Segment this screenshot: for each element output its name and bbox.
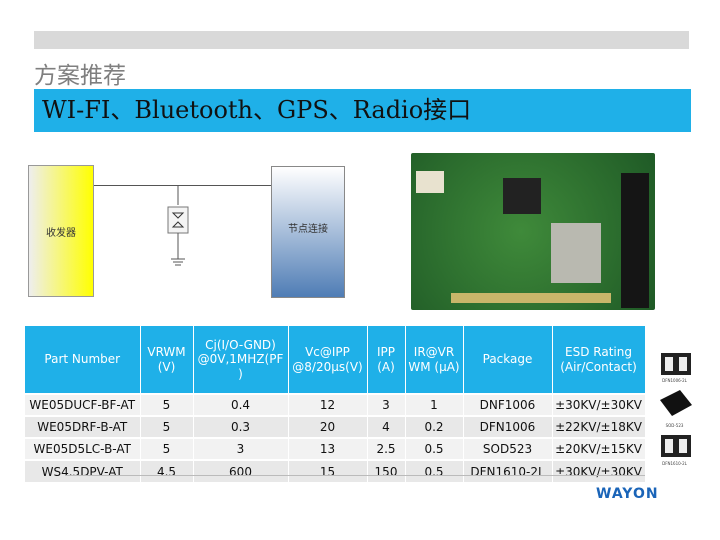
cell: ±30KV/±30KV <box>552 459 646 482</box>
cell: 600 <box>193 459 289 482</box>
cell: WE05DUCF-BF-AT <box>25 393 141 416</box>
package-label: SOD-523 <box>665 423 684 428</box>
cell: 0.4 <box>193 393 289 416</box>
cell: 4 <box>367 415 406 438</box>
cell: 20 <box>288 415 368 438</box>
cell: ±20KV/±15KV <box>552 437 646 460</box>
package-label: DFN1006-2L <box>662 378 687 383</box>
header-cj: Cj(I/O-GND) @0V,1MHZ(PF ) <box>193 326 289 394</box>
package-label: DFN1610-2L <box>662 461 687 466</box>
header-package: Package <box>463 326 553 394</box>
node-connection-block: 节点连接 <box>271 166 345 298</box>
cell: 2.5 <box>367 437 406 460</box>
header-ipp: IPP (A) <box>367 326 406 394</box>
transceiver-label: 收发器 <box>46 227 76 239</box>
sod523-package-icon <box>660 390 692 416</box>
header-vrwm: VRWM (V) <box>140 326 194 394</box>
section-title: 方案推荐 <box>34 63 126 89</box>
tvs-diode-symbol <box>167 185 189 266</box>
header-ir: IR@VR WM (μA) <box>405 326 464 394</box>
cell: WE05D5LC-B-AT <box>25 437 141 460</box>
signal-line <box>94 185 271 186</box>
header-part-number: Part Number <box>25 326 141 394</box>
divider <box>65 475 645 476</box>
cell: 5 <box>140 393 194 416</box>
cell: SOD523 <box>463 437 553 460</box>
cell: DFN1006 <box>463 415 553 438</box>
cell: 5 <box>140 415 194 438</box>
cell: ±22KV/±18KV <box>552 415 646 438</box>
cell: 15 <box>288 459 368 482</box>
cell: 0.3 <box>193 415 289 438</box>
header-vc: Vc@IPP @8/20μs(V) <box>288 326 368 394</box>
cell: DFN1610-2L <box>463 459 553 482</box>
cell: WE05DRF-B-AT <box>25 415 141 438</box>
cell: 5 <box>140 437 194 460</box>
cell: 0.2 <box>405 415 464 438</box>
node-connection-label: 节点连接 <box>288 223 328 235</box>
cell: 3 <box>193 437 289 460</box>
cell: 0.5 <box>405 459 464 482</box>
cell: 0.5 <box>405 437 464 460</box>
cell: DNF1006 <box>463 393 553 416</box>
cell: 1 <box>405 393 464 416</box>
pcb-photo <box>411 153 655 310</box>
top-bar <box>34 31 689 49</box>
header-esd: ESD Rating (Air/Contact) <box>552 326 646 394</box>
product-table: Part Number VRWM (V) Cj(I/O-GND) @0V,1MH… <box>25 326 646 482</box>
package-images <box>660 353 692 457</box>
banner-title: WI-FI、Bluetooth、GPS、Radio接口 <box>34 89 691 132</box>
transceiver-block: 收发器 <box>28 165 94 297</box>
cell: WS4.5DPV-AT <box>25 459 141 482</box>
wayon-logo: WAYON <box>596 486 659 502</box>
cell: 150 <box>367 459 406 482</box>
cell: 4.5 <box>140 459 194 482</box>
cell: 12 <box>288 393 368 416</box>
cell: 3 <box>367 393 406 416</box>
cell: ±30KV/±30KV <box>552 393 646 416</box>
cell: 13 <box>288 437 368 460</box>
